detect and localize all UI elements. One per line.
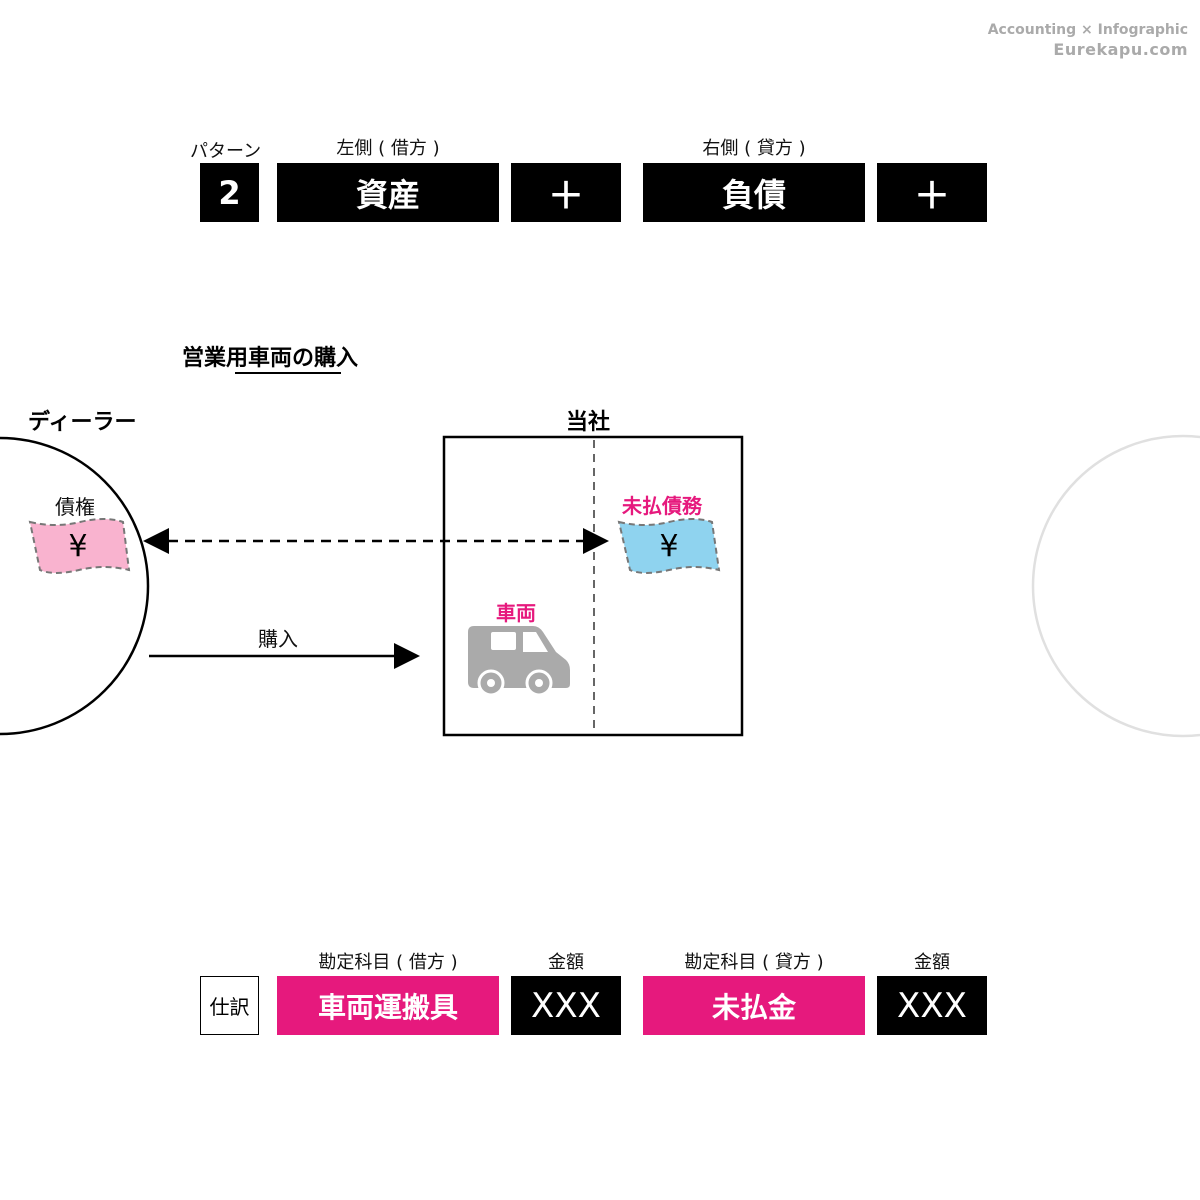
obligation-arrow-left [143,528,169,554]
debit-amount-header: 金額 [548,952,584,973]
faded-circle [1031,434,1200,738]
company-label: 当社 [566,410,611,435]
right-sign-box: ＋ [877,163,987,222]
dealer-circle [0,436,150,736]
purchase-label: 購入 [258,627,298,651]
debit-header: 勘定科目 ( 借方 ) [318,952,458,973]
pattern-number: 2 [200,163,259,222]
company-box [442,435,744,737]
journal-label: 仕訳 [200,976,259,1035]
watermark-line2: Eurekapu.com [1053,40,1188,59]
credit-amount-header: 金額 [914,952,950,973]
payable-label: 未払債務 [622,494,702,518]
watermark-line1: Accounting × Infographic [987,22,1188,38]
left-sign-box: ＋ [511,163,621,222]
credit-account-box: 未払金 [643,976,865,1035]
claim-currency: ¥ [68,529,87,564]
truck-icon [468,626,570,697]
purchase-arrowhead [394,643,420,669]
claim-note [28,518,131,574]
pattern-label: パターン [190,141,262,162]
payable-currency: ¥ [659,529,678,564]
claim-label: 債権 [55,495,95,519]
right-account-box: 負債 [643,163,865,222]
dealer-label: ディーラー [28,410,137,435]
debit-amount-box: XXX [511,976,621,1035]
left-account-box: 資産 [277,163,499,222]
scenario-title: 営業用車両の購入 [182,346,359,371]
debit-account-box: 車両運搬具 [277,976,499,1035]
title-underline [235,372,341,374]
payable-note [617,518,721,574]
credit-amount-box: XXX [877,976,987,1035]
credit-header: 勘定科目 ( 貸方 ) [684,952,824,973]
right-side-header: 右側 ( 貸方 ) [702,138,806,159]
obligation-arrow-right [583,528,609,554]
vehicle-label: 車両 [496,601,536,625]
left-side-header: 左側 ( 借方 ) [336,138,440,159]
